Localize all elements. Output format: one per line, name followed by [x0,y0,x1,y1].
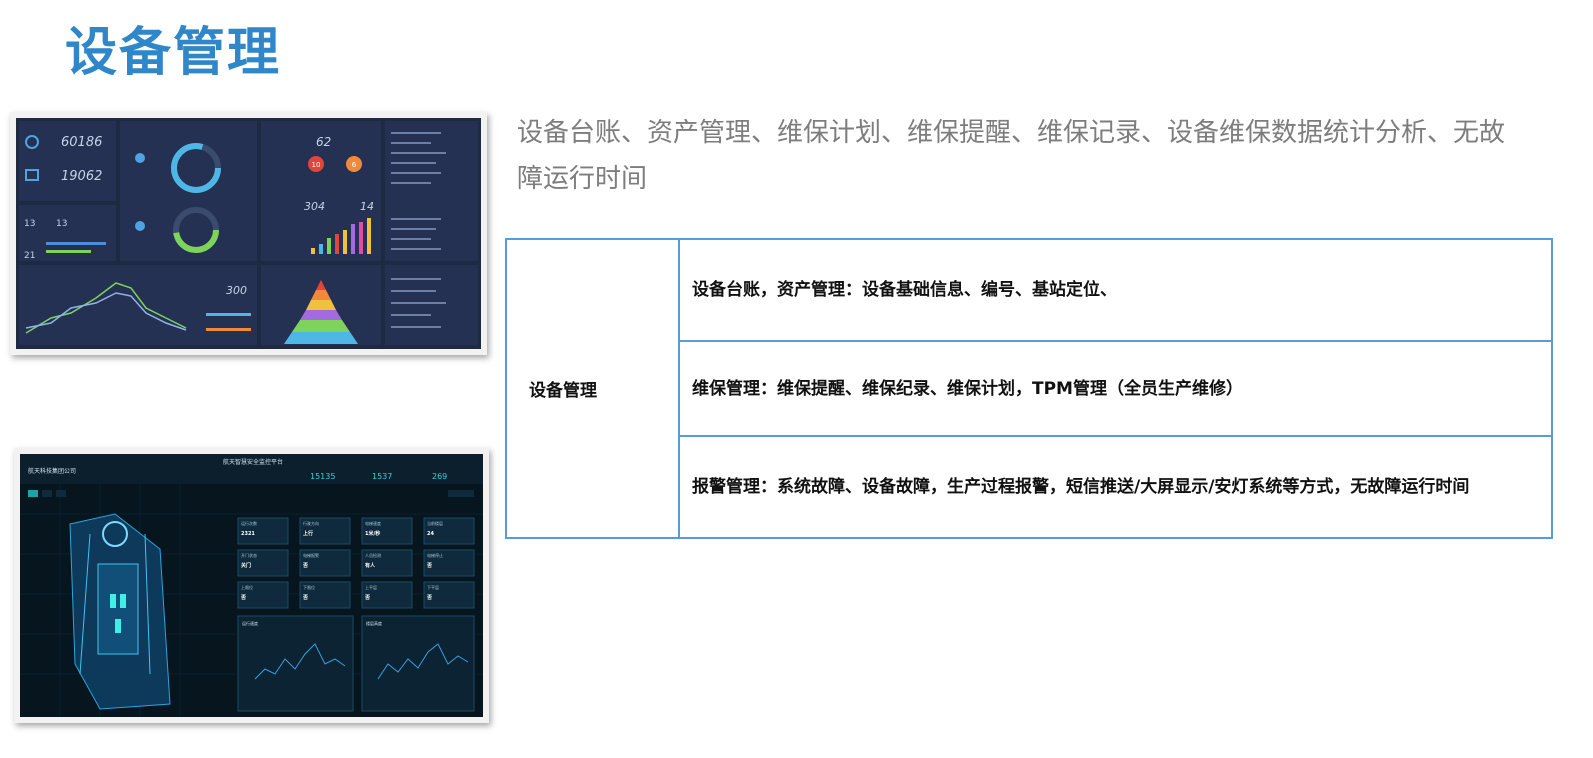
line-series [25,282,187,334]
tile-value: 否 [241,594,246,601]
chart-title: 运行速度 [242,620,258,626]
dashboard1-graphic: 60186 19062 13 13 21 62 10 6 304 14 [16,118,481,349]
feature-table: 设备管理 设备台账，资产管理：设备基础信息、编号、基站定位、 维保管理：维保提醒… [505,238,1553,539]
tile-value: 否 [427,562,432,569]
tile-value: 否 [303,594,308,601]
table-row: 维保管理：维保提醒、维保纪录、维保计划，TPM管理（全员生产维修） [506,340,1553,437]
tile-label: 人员检测 [365,552,381,558]
tile-label: 行驶方向 [303,520,319,526]
mini-chart [361,615,475,712]
dashboard2-graphic: 航天科技集团公司 航天智慧安全监控平台 15135 1537 269 [20,454,483,717]
line-series [377,643,469,680]
stat-value: 15135 [310,472,335,481]
tile-label: 下平层 [427,584,439,590]
device-icon [25,135,39,149]
stat-value: 1537 [372,472,392,481]
table-row: 报警管理：系统故障、设备故障，生产过程报警，短信推送/大屏显示/安灯系统等方式，… [506,435,1553,539]
tile-value: 关门 [241,562,251,569]
platform-title: 航天智慧安全监控平台 [223,458,283,466]
person-icon [135,221,145,231]
stat-number: 300 [226,284,247,297]
category-cell: 设备管理 [505,238,680,539]
tile-value: 1米/秒 [365,530,380,537]
stat-number: 14 [360,200,374,213]
mini-chart [237,615,354,712]
stat-number: 60186 [61,135,102,150]
count: 13 [24,219,35,229]
tile-value: 否 [303,562,308,569]
badge: 6 [352,161,357,169]
elevator-model [69,513,171,710]
tile-label: 电梯速度 [365,520,381,526]
tile-label: 运行次数 [241,520,257,526]
stat-number: 62 [316,135,331,149]
line-series [254,643,346,680]
group-icon [135,153,145,163]
badge: 10 [312,161,321,169]
stat-number: 19062 [61,169,102,184]
tile-value: 否 [427,594,432,601]
feature-description: 设备台账、资产管理、维保计划、维保提醒、维保记录、设备维保数据统计分析、无故障运… [517,118,1506,194]
tile-value: 2321 [241,531,255,537]
table-row: 设备管理 设备台账，资产管理：设备基础信息、编号、基站定位、 [505,238,1553,539]
tile-label: 上平层 [365,584,377,590]
item-cell: 报警管理：系统故障、设备故障，生产过程报警，短信推送/大屏显示/安灯系统等方式，… [678,435,1553,539]
tile-label: 下限位 [303,584,315,590]
equipment-dashboard-screenshot: 60186 19062 13 13 21 62 10 6 304 14 [10,112,487,355]
count: 21 [24,251,35,261]
tile-label: 上限位 [241,584,253,590]
chart-title: 楼层高度 [366,620,382,626]
item-cell: 设备台账，资产管理：设备基础信息、编号、基站定位、 [678,238,1553,342]
company-name: 航天科技集团公司 [28,467,76,475]
count: 13 [56,219,67,229]
stat-number: 304 [304,200,325,213]
page-title: 设备管理 [65,23,282,83]
bar-chart [311,218,371,254]
stat-value: 269 [432,472,447,481]
home-icon [25,169,39,181]
line-series [25,292,187,331]
status-tiles [237,517,475,609]
tile-value: 有人 [365,562,376,569]
tile-value: 否 [365,594,370,601]
tile-label: 电梯停止 [427,552,443,558]
tile-value: 上行 [303,530,313,537]
item-cell: 维保管理：维保提醒、维保纪录、维保计划，TPM管理（全员生产维修） [678,340,1553,437]
tile-value: 24 [427,531,434,537]
monitoring-platform-screenshot: 航天科技集团公司 航天智慧安全监控平台 15135 1537 269 [14,448,489,723]
tile-label: 电梯报警 [303,552,319,558]
tile-label: 开门状态 [241,552,257,558]
pyramid-chart [284,280,358,344]
tile-label: 当前楼层 [427,520,443,526]
